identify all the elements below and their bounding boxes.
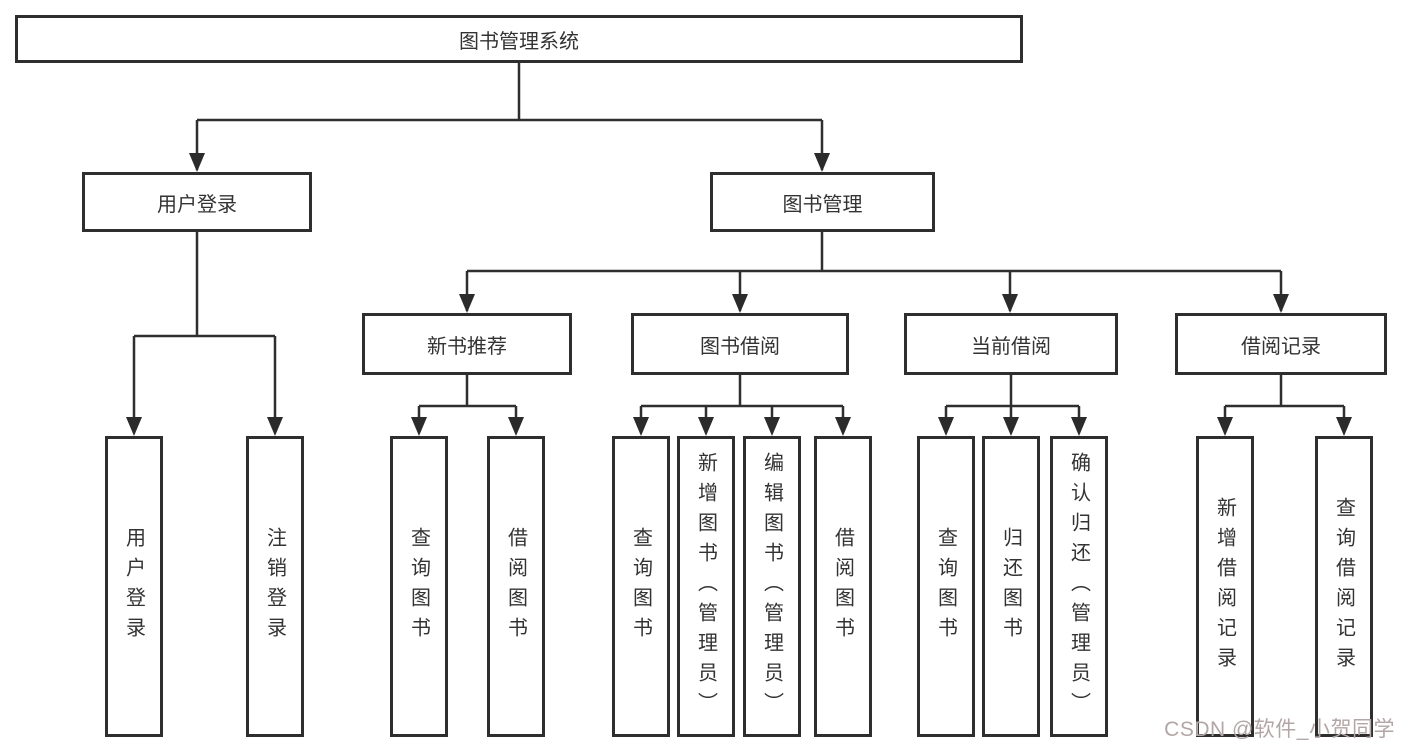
arrowhead bbox=[1217, 417, 1233, 436]
arrowhead bbox=[938, 417, 954, 436]
leaf-add-borrow-record: 新增借阅记录 bbox=[1196, 436, 1254, 737]
connector-current-to-leaves bbox=[938, 375, 1087, 436]
arrowhead bbox=[267, 417, 283, 436]
node-borrowing-records: 借阅记录 bbox=[1175, 313, 1387, 375]
arrowhead bbox=[411, 417, 427, 436]
leaf-query-books-current: 查询图书 bbox=[917, 436, 975, 737]
leaf-edit-books-admin: 编辑图书（管理员） bbox=[743, 436, 801, 737]
leaf-borrow-books-recommend: 借阅图书 bbox=[487, 436, 545, 737]
leaf-confirm-return-admin: 确认归还（管理员） bbox=[1050, 436, 1108, 737]
arrowhead bbox=[1336, 417, 1352, 436]
connector-mgmt-to-level3 bbox=[459, 232, 1289, 313]
node-book-management: 图书管理 bbox=[710, 172, 935, 232]
arrowhead bbox=[698, 417, 714, 436]
arrowhead bbox=[1273, 294, 1289, 313]
connector-recommend-to-leaves bbox=[411, 375, 524, 436]
connector-borrow-to-leaves bbox=[633, 375, 851, 436]
leaf-user-login: 用户登录 bbox=[105, 436, 163, 737]
leaf-borrow-books: 借阅图书 bbox=[814, 436, 872, 737]
node-new-book-recommend: 新书推荐 bbox=[362, 313, 572, 375]
connector-root-to-level2 bbox=[189, 63, 830, 172]
arrowhead bbox=[764, 417, 780, 436]
arrowhead bbox=[835, 417, 851, 436]
arrowhead bbox=[1071, 417, 1087, 436]
node-system-root: 图书管理系统 bbox=[15, 15, 1023, 63]
arrowhead bbox=[1002, 294, 1018, 313]
leaf-return-books: 归还图书 bbox=[982, 436, 1040, 737]
arrowhead bbox=[633, 417, 649, 436]
leaf-query-books-borrow: 查询图书 bbox=[612, 436, 670, 737]
node-book-borrowing: 图书借阅 bbox=[631, 313, 849, 375]
arrowhead bbox=[814, 153, 830, 172]
node-user-login: 用户登录 bbox=[82, 172, 312, 232]
leaf-add-books-admin: 新增图书（管理员） bbox=[677, 436, 735, 737]
watermark: CSDN @软件_小贺同学 bbox=[1164, 718, 1395, 741]
node-current-borrowing: 当前借阅 bbox=[904, 313, 1118, 375]
arrowhead bbox=[1003, 417, 1019, 436]
leaf-query-books-recommend: 查询图书 bbox=[390, 436, 448, 737]
arrowhead bbox=[126, 417, 142, 436]
arrowhead bbox=[732, 294, 748, 313]
arrowhead bbox=[189, 153, 205, 172]
arrowhead bbox=[508, 417, 524, 436]
connector-records-to-leaves bbox=[1217, 375, 1352, 436]
arrowhead bbox=[459, 294, 475, 313]
leaf-query-borrow-record: 查询借阅记录 bbox=[1315, 436, 1373, 737]
connector-login-to-leaves bbox=[126, 232, 283, 436]
leaf-logout: 注销登录 bbox=[246, 436, 304, 737]
